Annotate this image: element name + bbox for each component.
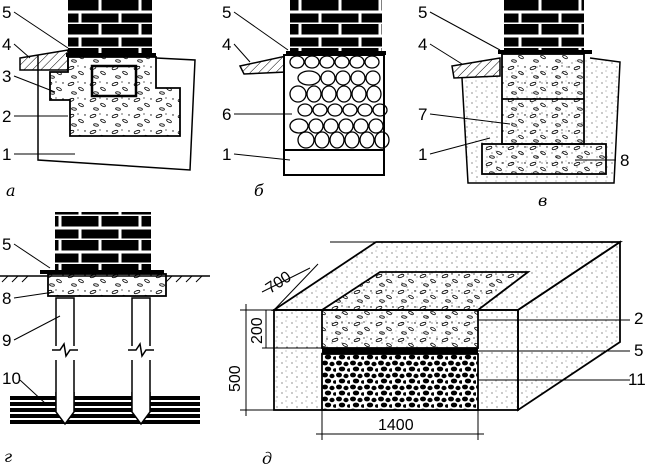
- rubble-stone: [289, 85, 307, 103]
- rubble-stone: [304, 55, 320, 69]
- rubble-stone: [306, 85, 322, 103]
- rubble-stone: [297, 103, 313, 117]
- rubble-stone: [365, 70, 381, 86]
- brick-wall: [290, 0, 382, 52]
- rubble-stone: [344, 131, 360, 149]
- rubble-stone: [357, 103, 373, 117]
- caption: г: [4, 447, 12, 466]
- pit-outline: [37, 55, 196, 171]
- rubble-stone: [289, 118, 309, 134]
- rubble-stone: [368, 118, 384, 134]
- panel-b: 5 4 6 1 б: [222, 0, 390, 200]
- label: 4: [222, 35, 231, 54]
- rubble-stone: [329, 131, 345, 149]
- rubble-stone: [297, 70, 321, 86]
- rubble-stone: [359, 131, 375, 149]
- rubble-stone: [342, 103, 358, 117]
- label: 2: [2, 107, 11, 126]
- label: 5: [634, 341, 643, 360]
- rubble-stone: [336, 85, 352, 103]
- label: 4: [418, 35, 427, 54]
- rubble-stone: [314, 131, 330, 149]
- rubble-stone: [321, 85, 337, 103]
- label: 10: [2, 369, 21, 388]
- label: 5: [418, 3, 427, 22]
- label: 11: [628, 370, 646, 389]
- dim-width-bottom: 1400: [378, 417, 414, 434]
- label: 1: [2, 145, 11, 164]
- brick-wall: [68, 0, 152, 55]
- label: 5: [222, 3, 231, 22]
- label: 5: [2, 3, 11, 22]
- label: 1: [222, 145, 231, 164]
- label: 8: [620, 151, 629, 170]
- dim-layer-height: 200: [249, 317, 266, 344]
- label: 6: [222, 105, 231, 124]
- label: 3: [2, 67, 11, 86]
- rubble-stone: [289, 55, 305, 69]
- brick-wall: [504, 0, 584, 50]
- label: 2: [634, 309, 643, 328]
- rubble-stone: [297, 131, 315, 149]
- gravel-layer: [321, 353, 479, 411]
- concrete-layer: [321, 309, 479, 349]
- label: 7: [418, 105, 427, 124]
- rubble-stone: [327, 103, 343, 117]
- rubble-stone: [335, 70, 351, 86]
- rubble-stone: [349, 55, 365, 69]
- label: 4: [2, 35, 11, 54]
- dim-total-height: 500: [227, 365, 244, 392]
- label: 1: [418, 145, 427, 164]
- panel-d: 700 200 500 1400 2 5 11 д: [227, 240, 646, 467]
- rubble-stone: [374, 131, 390, 149]
- rubble-stone: [320, 70, 336, 86]
- panel-a: 5 4 3 2 1 а: [2, 0, 196, 200]
- label: 9: [2, 331, 11, 350]
- rubble-stone: [338, 118, 354, 134]
- panel-g: 5 8 9 10 г: [0, 212, 210, 466]
- rubble-stone: [366, 85, 382, 103]
- rubble-stone: [353, 118, 369, 134]
- foundation-pad: [481, 143, 607, 175]
- panel-v: 5 4 7 1 8 в: [418, 0, 629, 210]
- rubble-stone: [351, 85, 367, 103]
- caption: б: [254, 181, 264, 200]
- ground-hatch: [1, 275, 203, 283]
- rubble-stone: [319, 55, 335, 69]
- grillage-beam: [47, 273, 167, 297]
- rubble-stone: [312, 103, 328, 117]
- label: 8: [2, 289, 11, 308]
- label: 5: [2, 235, 11, 254]
- caption: в: [538, 191, 547, 210]
- blind-area: [19, 49, 69, 71]
- beam: [90, 64, 138, 98]
- rubble-stone: [323, 118, 339, 134]
- rubble-stone: [350, 70, 366, 86]
- rubble-stone: [334, 55, 350, 69]
- waterproofing-layer: [322, 348, 478, 354]
- rubble-stone: [364, 55, 380, 69]
- rubble-stone: [308, 118, 324, 134]
- rubble-stones: [289, 55, 390, 149]
- caption: а: [6, 181, 16, 200]
- caption: д: [262, 449, 272, 467]
- bearing-soil: [10, 396, 200, 424]
- rubble-stone: [372, 103, 388, 117]
- dimension-lines: [240, 241, 630, 440]
- brick-wall: [55, 212, 151, 270]
